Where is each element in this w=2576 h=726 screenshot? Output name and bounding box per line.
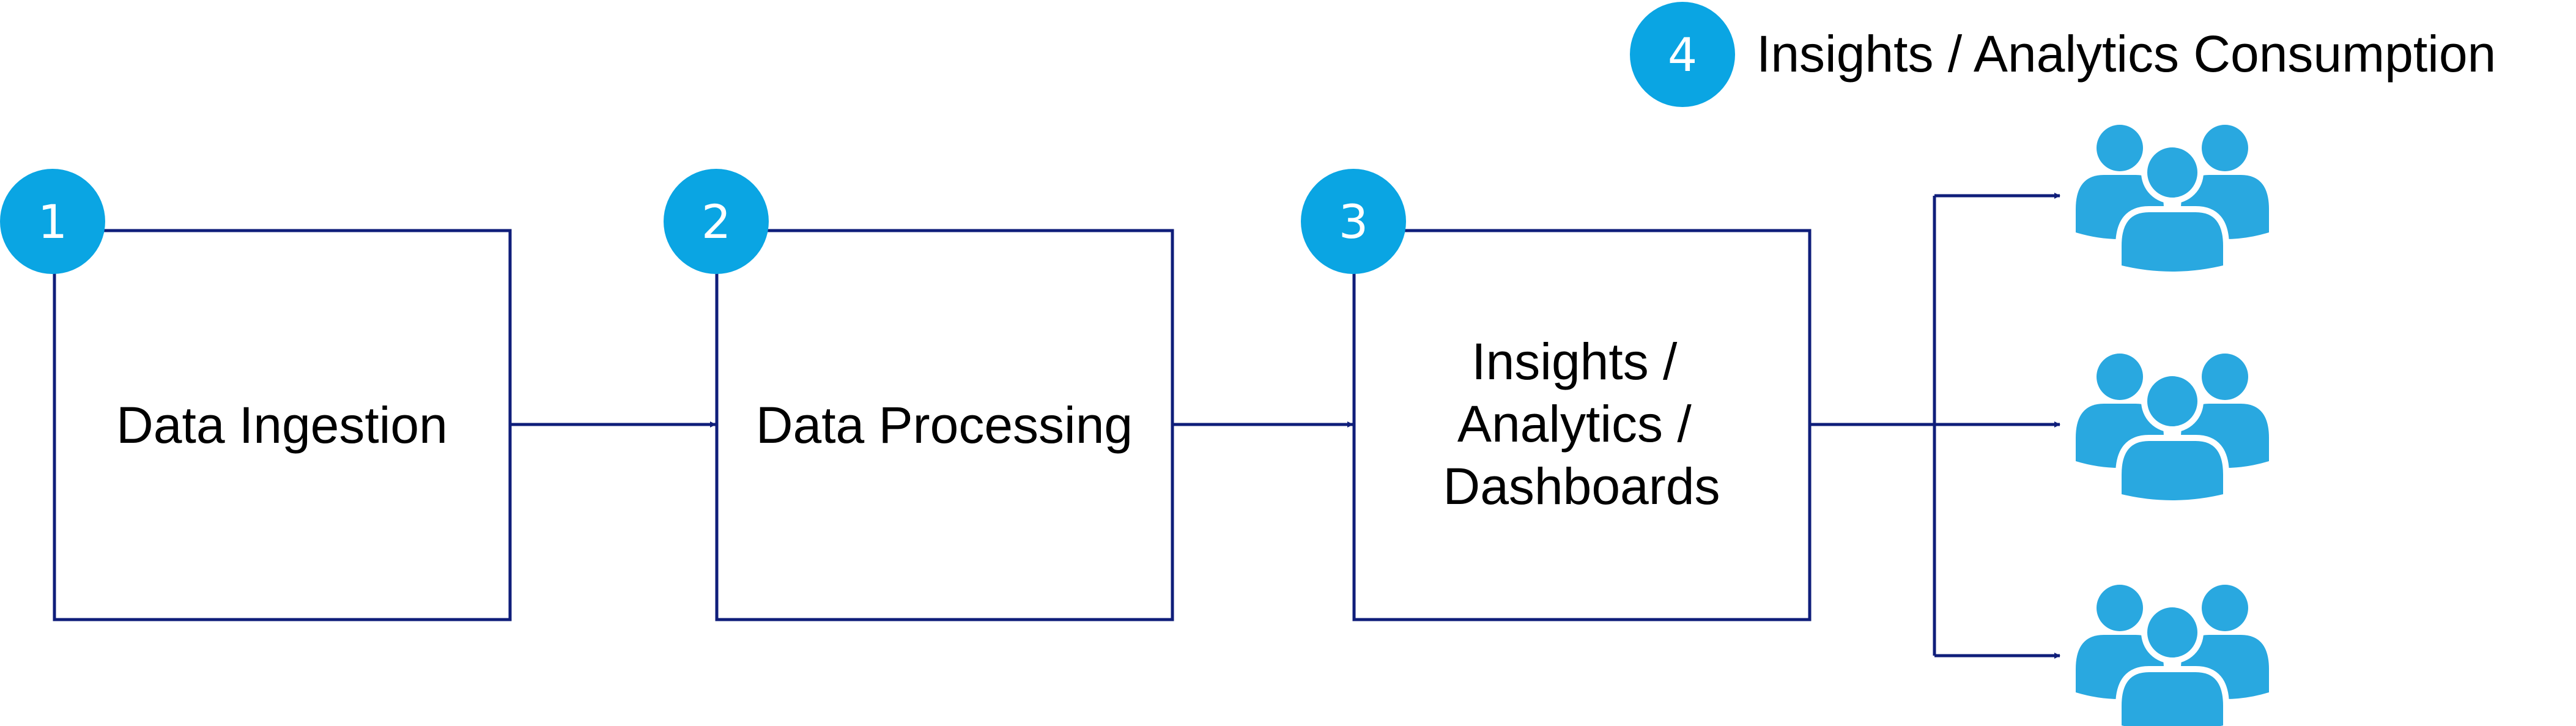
step-badge-3: 3: [1301, 169, 1406, 274]
consumption-label: Insights / Analytics Consumption: [1756, 25, 2496, 83]
users-group-icon: [2076, 585, 2269, 726]
step-badge-2: 2: [664, 169, 769, 274]
svg-text:1: 1: [38, 194, 67, 249]
step-label-insights: Insights / Analytics / Dashboards: [1443, 333, 1720, 515]
consumption-badge-4: 4: [1630, 2, 1735, 107]
users-group-icon: [2076, 125, 2269, 275]
step-badge-1: 1: [0, 169, 105, 274]
step-label-processing: Data Processing: [756, 396, 1133, 454]
svg-text:3: 3: [1339, 194, 1368, 249]
svg-text:4: 4: [1668, 28, 1697, 82]
users-group-icon: [2076, 354, 2269, 503]
step-label-ingestion: Data Ingestion: [116, 396, 448, 454]
svg-text:2: 2: [701, 194, 731, 249]
